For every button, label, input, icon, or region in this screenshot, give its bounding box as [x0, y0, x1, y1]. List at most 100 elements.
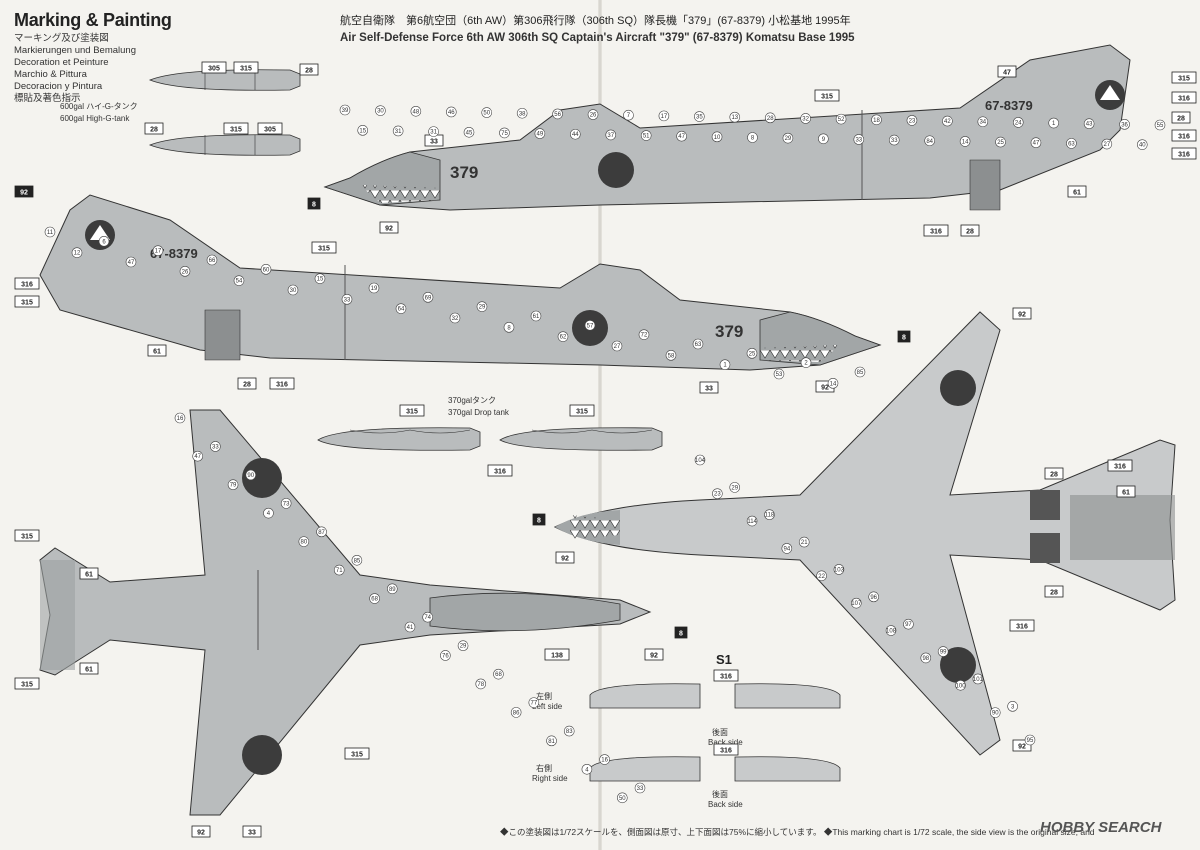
part-number-circle — [152, 245, 164, 256]
part-number: 79 — [227, 479, 239, 490]
part-number: 99 — [937, 646, 949, 657]
callout-box: 316 — [14, 277, 40, 290]
part-number-circle — [781, 543, 793, 554]
part-number-circle — [341, 294, 353, 305]
callout-box: 316 — [713, 669, 739, 682]
part-number: 8 — [747, 132, 758, 143]
part-number: 36 — [1119, 119, 1130, 130]
callout-box: 61 — [79, 662, 99, 675]
part-number-circle — [816, 570, 827, 582]
callout-label: 28 — [243, 382, 251, 389]
callout-label: 61 — [85, 572, 93, 579]
part-number-label: 47 — [678, 134, 685, 140]
part-number-circle — [263, 507, 274, 519]
part-number-circle — [906, 115, 918, 126]
part-number-label: 25 — [997, 140, 1004, 146]
part-number: 31 — [428, 126, 439, 137]
part-number-label: 54 — [236, 279, 243, 285]
part-number-label: 71 — [336, 568, 343, 574]
callout-box: 316 — [1171, 147, 1197, 160]
part-number: 3 — [1007, 701, 1018, 712]
part-number-label: 17 — [661, 114, 668, 120]
part-number: 57 — [584, 320, 596, 331]
part-number-circle — [640, 130, 652, 141]
part-number: 17 — [152, 245, 164, 256]
part-number: 62 — [557, 331, 569, 342]
part-number-label: 81 — [548, 739, 555, 745]
part-number-circle — [174, 412, 186, 424]
part-number-label: 4 — [267, 511, 271, 517]
part-number-circle — [44, 226, 56, 238]
part-number-label: 36 — [1121, 122, 1128, 128]
callout-box: 28 — [237, 377, 257, 390]
part-number-circle — [800, 113, 811, 124]
part-number: 94 — [781, 543, 793, 554]
part-number-circle — [357, 125, 369, 136]
part-number-label: 47 — [194, 454, 201, 460]
part-number: 35 — [694, 111, 705, 122]
part-number-circle — [404, 621, 416, 633]
part-number: 101 — [972, 673, 984, 685]
part-number: 37 — [605, 129, 617, 141]
callout-label: 315 — [406, 409, 418, 416]
part-number-label: 78 — [477, 682, 484, 688]
tank600-label-jp: 600gal ハイ-G-タンク — [60, 102, 138, 111]
callout-label: 61 — [1122, 490, 1130, 497]
part-number: 98 — [920, 652, 932, 664]
page-title: Marking & Painting — [14, 10, 172, 30]
part-number-label: 50 — [619, 796, 626, 802]
part-number-circle — [287, 284, 299, 296]
callout-label: 8 — [679, 631, 683, 638]
callout-box: 315 — [223, 122, 249, 135]
part-number-circle — [924, 135, 935, 147]
part-number-label: 101 — [973, 677, 984, 683]
top-view — [39, 409, 652, 816]
tank600-label-en: 600gal High-G-tank — [60, 114, 130, 123]
part-number: 43 — [1083, 118, 1095, 129]
callout-box: 61 — [147, 344, 167, 357]
part-number: 11 — [44, 226, 56, 238]
callout-frame — [14, 677, 40, 690]
part-number-circle — [599, 754, 610, 765]
part-number: 47 — [192, 450, 203, 462]
part-number-circle — [503, 322, 515, 333]
part-number: 13 — [729, 111, 741, 123]
part-number: 72 — [638, 329, 650, 340]
part-number-circle — [1083, 118, 1095, 129]
page-fold — [598, 0, 602, 850]
roundel-upper — [598, 152, 634, 188]
callout-frame — [674, 626, 688, 639]
part-number-label: 26 — [182, 269, 189, 275]
callout-box: 92 — [191, 825, 211, 838]
right-side-en: Right side — [532, 774, 568, 783]
callout-box: 315 — [344, 747, 370, 760]
part-number-label: 16 — [601, 758, 608, 764]
callout-label: 8 — [902, 335, 906, 342]
part-number-circle — [516, 107, 528, 119]
part-number-circle — [711, 131, 723, 143]
part-number-circle — [333, 564, 345, 576]
callout-box: 92 — [1012, 307, 1032, 320]
callout-box: 316 — [1009, 619, 1035, 632]
part-number-label: 68 — [371, 597, 378, 603]
callout-label: 316 — [1178, 152, 1190, 159]
footer-note: ◆この塗装図は1/72スケールを、側面図は原寸、上下面図は75%に縮小しています… — [500, 827, 1095, 837]
part-number-circle — [449, 312, 461, 324]
part-number-circle — [395, 303, 407, 314]
part-number-label: 33 — [344, 297, 351, 303]
callout-box: 28 — [1044, 467, 1064, 480]
callout-frame — [1044, 467, 1064, 480]
back-side-en-1: Back side — [708, 738, 743, 747]
callout-box: 8 — [897, 330, 911, 343]
part-number-label: 42 — [944, 119, 951, 125]
callout-frame — [1116, 485, 1136, 498]
tank-370-left — [317, 427, 481, 451]
callout-label: 315 — [821, 94, 833, 101]
callout-label: 316 — [1016, 624, 1028, 631]
part-number: 73 — [280, 498, 292, 509]
part-number-label: 103 — [834, 567, 845, 573]
callout-box: 28 — [144, 122, 164, 135]
part-number-circle — [1024, 734, 1036, 746]
callout-label: 33 — [430, 139, 438, 146]
part-number-circle — [387, 583, 398, 595]
